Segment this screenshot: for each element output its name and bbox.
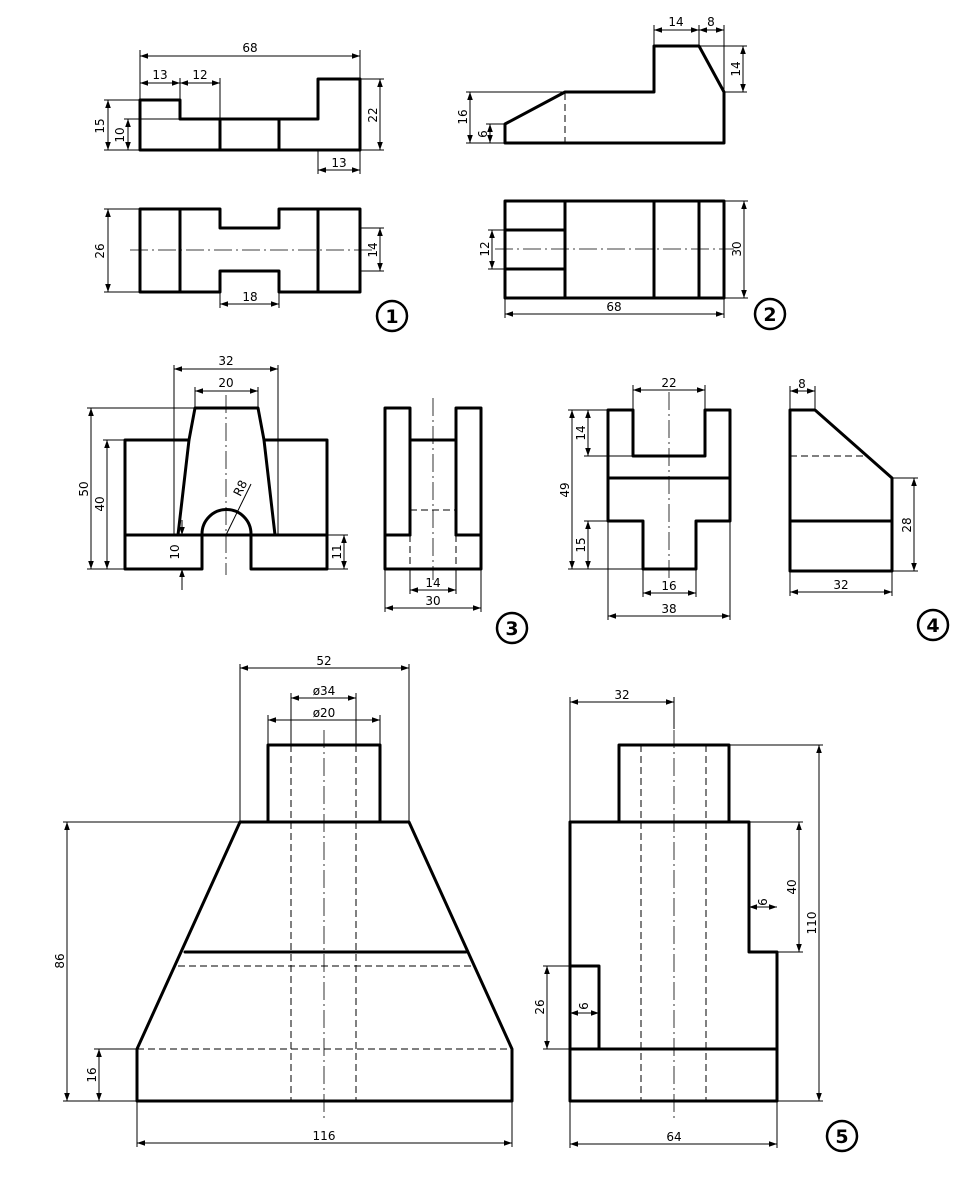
f1-dim-13-bottom: 13	[331, 156, 346, 170]
figure-5-badge: 5	[825, 1119, 859, 1153]
f5-dim-phi20: ø20	[313, 706, 336, 720]
f2-dim-12: 12	[478, 241, 492, 256]
figure-1: 68 13 12 15 10 22 13 26	[93, 41, 409, 333]
figure-4-dimensions: 22 49 14 15 16 38 8	[558, 376, 918, 620]
figure-3-badge: 3	[495, 611, 529, 645]
f4-dim-38: 38	[661, 602, 676, 616]
figure-4-front-view	[606, 392, 732, 580]
figure-3-number: 3	[505, 618, 518, 640]
f1-dim-13-top: 13	[152, 68, 167, 82]
f4-dim-49: 49	[558, 482, 572, 497]
figure-4-number: 4	[926, 615, 939, 637]
f1-dim-15: 15	[93, 118, 107, 133]
f4-dim-28: 28	[900, 517, 914, 532]
f2-dim-16: 16	[456, 109, 470, 124]
f4-dim-32: 32	[833, 578, 848, 592]
f3-dim-r8: R8	[231, 478, 251, 499]
figure-2-badge: 2	[753, 297, 787, 331]
f5-dim-32: 32	[614, 688, 629, 702]
f4-dim-14: 14	[574, 425, 588, 440]
figure-5-dimensions: 52 ø34 ø20 86 16 116 32	[53, 654, 823, 1148]
figure-3: R8 32 20 50 40	[77, 354, 529, 645]
f3-dim-32: 32	[218, 354, 233, 368]
f5-dim-86: 86	[53, 953, 67, 968]
f2-dim-30: 30	[730, 241, 744, 256]
figure-3-front-view: R8	[123, 395, 329, 575]
f2-dim-8: 8	[707, 15, 715, 29]
f3-dim-14: 14	[425, 576, 440, 590]
f2-dim-68: 68	[606, 300, 621, 314]
f2-dim-6: 6	[476, 130, 490, 138]
figure-5-front-view	[135, 730, 514, 1118]
f4-dim-22: 22	[661, 376, 676, 390]
f5-dim-116: 116	[313, 1129, 336, 1143]
f5-dim-6-right: 6	[756, 898, 770, 906]
f1-dim-68: 68	[242, 41, 257, 55]
f5-dim-6-left: 6	[577, 1002, 591, 1010]
f5-dim-40: 40	[785, 879, 799, 894]
f3-dim-11: 11	[330, 544, 344, 559]
figure-3-side-view	[383, 398, 483, 580]
f5-dim-26: 26	[533, 999, 547, 1014]
figure-3-dimensions: 32 20 50 40 10 11 14	[77, 354, 482, 612]
figure-5: 52 ø34 ø20 86 16 116 32	[53, 654, 859, 1153]
figure-1-top-view	[130, 207, 372, 294]
figure-4: 22 49 14 15 16 38 8	[558, 376, 950, 642]
f1-dim-14: 14	[366, 242, 380, 257]
figure-4-badge: 4	[916, 608, 950, 642]
f5-dim-16: 16	[85, 1067, 99, 1082]
f5-dim-110: 110	[805, 912, 819, 935]
f5-dim-64: 64	[666, 1130, 681, 1144]
f2-dim-14-side: 14	[729, 61, 743, 76]
figure-2-dimensions: 14 8 14 16 6 12 30 68	[456, 15, 748, 318]
f5-dim-phi34: ø34	[313, 684, 336, 698]
f2-dim-14-top: 14	[668, 15, 683, 29]
figure-4-side-view	[788, 408, 894, 573]
f1-dim-26: 26	[93, 243, 107, 258]
figure-1-dimensions: 68 13 12 15 10 22 13 26	[93, 41, 384, 308]
f3-dim-50: 50	[77, 481, 91, 496]
f1-dim-12: 12	[192, 68, 207, 82]
figure-2: 14 8 14 16 6 12 30 68	[456, 15, 787, 331]
figure-2-number: 2	[763, 304, 776, 326]
f3-dim-10: 10	[168, 544, 182, 559]
figure-1-badge: 1	[375, 299, 409, 333]
figure-1-front-view	[138, 77, 362, 152]
figure-1-number: 1	[385, 306, 398, 328]
f3-dim-40: 40	[93, 496, 107, 511]
figure-5-side-view	[568, 730, 779, 1118]
figure-2-front-view	[503, 44, 726, 145]
figure-2-top-view	[495, 199, 734, 300]
figure-5-number: 5	[835, 1126, 848, 1148]
f4-dim-16: 16	[661, 579, 676, 593]
f3-dim-30: 30	[425, 594, 440, 608]
f1-dim-10: 10	[113, 127, 127, 142]
f3-dim-20: 20	[218, 376, 233, 390]
f1-dim-18: 18	[242, 290, 257, 304]
f4-dim-15: 15	[574, 537, 588, 552]
f5-dim-52: 52	[316, 654, 331, 668]
f1-dim-22: 22	[366, 107, 380, 122]
f4-dim-8: 8	[798, 377, 806, 391]
